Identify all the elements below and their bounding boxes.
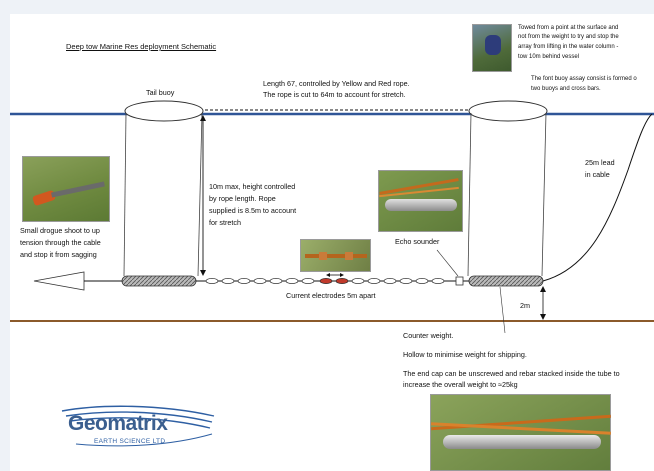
company-logo: Geomatrix EARTH SCIENCE LTD (68, 412, 218, 452)
logo-swoosh (61, 405, 215, 447)
buoy-note-1: The font buoy assay consist is formed o (531, 76, 637, 82)
length-note-1: Length 67, controlled by Yellow and Red … (263, 79, 410, 88)
echo-sounder-pointer (436, 249, 459, 277)
tail-weight (121, 275, 197, 287)
electrodes-photo (300, 239, 371, 272)
echo-sounder (455, 276, 464, 286)
hollow-note: Hollow to minimise weight for shipping. (403, 350, 527, 359)
depth-label: 2m (520, 301, 530, 310)
counter-weight-photo (430, 394, 611, 471)
counter-weight-pointer (499, 286, 506, 334)
tail-buoy (124, 100, 204, 122)
buoy-note-2: two buoys and cross bars. (531, 86, 601, 92)
echo-sounder-photo (378, 170, 463, 232)
tow-point-photo (472, 24, 512, 72)
height-note-3: supplied is 8.5m to account (209, 206, 297, 215)
counter-weight (468, 275, 544, 287)
front-buoy-line-left (467, 112, 472, 277)
electrode-floats (205, 278, 445, 284)
drogue-note-3: and stop it from sagging (20, 250, 97, 259)
tail-buoy-label: Tail buoy (146, 88, 175, 97)
end-cap-note-1: The end cap can be unscrewed and rebar s… (403, 369, 620, 378)
current-electrode-1 (319, 278, 333, 284)
echo-sounder-label: Echo sounder (395, 237, 440, 246)
height-note-1: 10m max, height controlled (209, 182, 296, 191)
logo-subtitle: EARTH SCIENCE LTD (94, 438, 166, 445)
drogue-note-2: tension through the cable (20, 238, 101, 247)
towed-note-1: Towed from a point at the surface and (518, 25, 619, 31)
length-note-2: The rope is cut to 64m to account for st… (263, 90, 406, 99)
lead-in-cable (542, 113, 653, 282)
drogue-note-1: Small drogue shoot to up (20, 226, 100, 235)
current-electrode-2 (335, 278, 349, 284)
front-buoy-line-right (541, 112, 547, 277)
towed-note-3: array from lifting in the water column - (518, 44, 619, 50)
logo-name: Geomatrix (68, 412, 168, 435)
tail-buoy-line-left (123, 112, 127, 277)
lead-cable-label-2: in cable (585, 170, 610, 179)
drogue-photo (22, 156, 110, 222)
page-title: Deep tow Marine Res deployment Schematic (66, 42, 217, 51)
lead-cable-label-1: 25m lead (585, 158, 615, 167)
tail-buoy-line-right (197, 112, 203, 277)
height-note-2: by rope length. Rope (209, 194, 276, 203)
electrodes-label: Current electrodes 5m apart (286, 291, 376, 300)
counter-weight-label: Counter weight. (403, 331, 454, 340)
end-cap-note-2: increase the overall weight to ≈25kg (403, 380, 518, 389)
height-note-4: for stretch (209, 218, 241, 227)
front-buoy (468, 100, 548, 122)
towed-note-4: tow 10m behind vessel (518, 54, 580, 60)
drogue-cone (33, 271, 85, 291)
towed-note-2: not from the weight to try and stop the (518, 34, 619, 40)
